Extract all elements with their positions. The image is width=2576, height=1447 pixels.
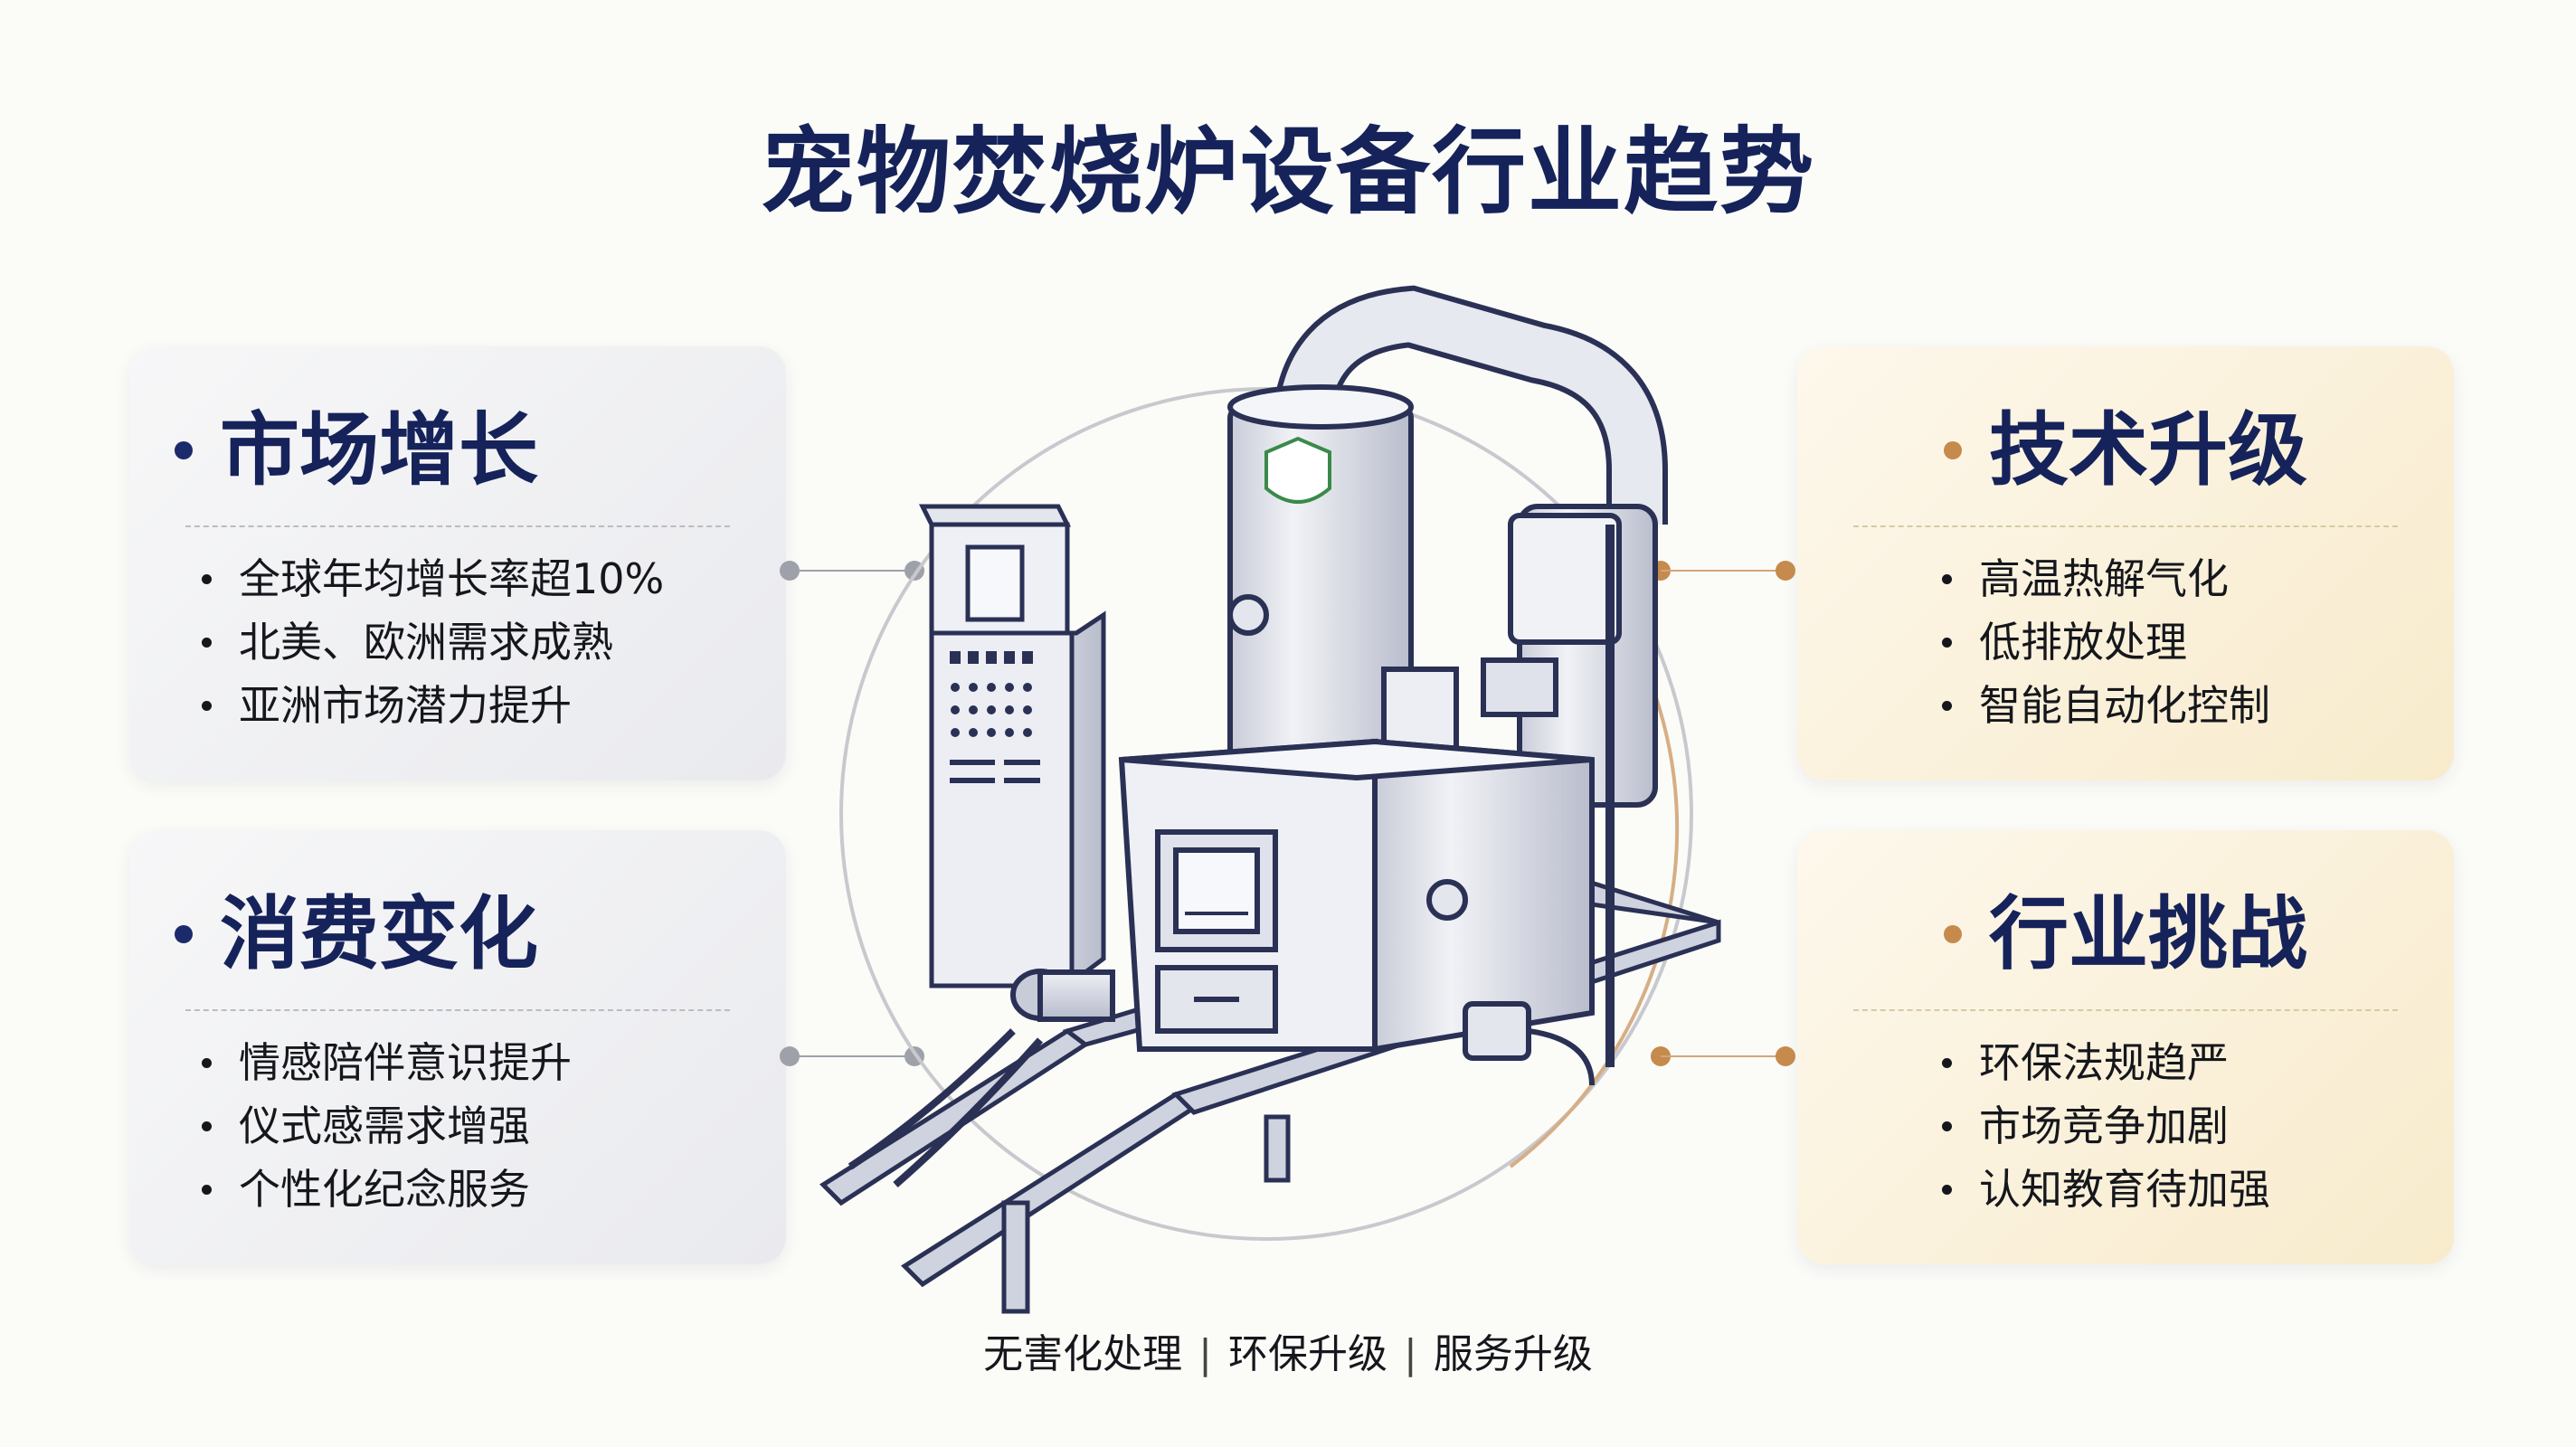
panel-industry-challenge: 行业挑战 环保法规趋严 市场竞争加剧 认知教育待加强 [1797, 830, 2454, 1264]
connector-market-growth [780, 561, 924, 581]
panel-heading: 技术升级 [1988, 403, 2307, 497]
bullet-icon [202, 1121, 212, 1131]
list-item-text: 高温热解气化 [1979, 554, 2229, 603]
panel-heading: 行业挑战 [1988, 887, 2307, 980]
list-item-text: 仪式感需求增强 [239, 1102, 530, 1150]
panel-header: 消费变化 [175, 884, 538, 984]
list-item-text: 环保法规趋严 [1979, 1038, 2229, 1087]
bullet-icon [202, 700, 212, 711]
bullet-icon [202, 1184, 212, 1195]
list-item-text: 智能自动化控制 [1979, 681, 2270, 730]
list-item-text: 全球年均增长率超10% [239, 554, 665, 603]
connector-industry-challenge [1651, 1046, 1795, 1066]
list-item: 仪式感需求增强 [202, 1094, 572, 1158]
item-list: 全球年均增长率超10% 北美、欧洲需求成熟 亚洲市场潜力提升 [202, 547, 664, 737]
heading-bullet-dot [175, 441, 193, 459]
shield-logo-icon [1264, 436, 1331, 504]
bullet-icon [1942, 573, 1952, 584]
list-item-text: 情感陪伴意识提升 [239, 1038, 572, 1087]
panel-header: 技术升级 [1797, 401, 2454, 500]
combustion-chamber [1118, 738, 1595, 1053]
list-item: 环保法规趋严 [1942, 1031, 2270, 1094]
list-item: 北美、欧洲需求成熟 [202, 610, 664, 674]
footer-separator: | [1198, 1331, 1212, 1377]
item-list: 高温热解气化 低排放处理 智能自动化控制 [1942, 547, 2270, 737]
footer-item: 环保升级 [1228, 1331, 1387, 1377]
list-item: 市场竞争加剧 [1942, 1094, 2270, 1158]
bullet-icon [202, 573, 212, 584]
footer-tagline: 无害化处理 | 环保升级 | 服务升级 [0, 1328, 2576, 1382]
heading-bullet-dot [175, 925, 193, 943]
bullet-icon [1942, 1184, 1952, 1195]
list-item: 情感陪伴意识提升 [202, 1031, 572, 1094]
footer-item: 服务升级 [1433, 1331, 1593, 1377]
bullet-icon [202, 637, 212, 648]
list-item-text: 亚洲市场潜力提升 [239, 681, 572, 730]
list-item: 亚洲市场潜力提升 [202, 674, 664, 737]
list-item: 个性化纪念服务 [202, 1158, 572, 1221]
bullet-icon [1942, 1121, 1952, 1131]
panel-tech-upgrade: 技术升级 高温热解气化 低排放处理 智能自动化控制 [1797, 346, 2454, 780]
valve-assembly [1463, 525, 1615, 1086]
list-item: 全球年均增长率超10% [202, 547, 664, 610]
dashed-divider [1853, 1009, 2398, 1011]
panel-header: 行业挑战 [1797, 884, 2454, 984]
heading-bullet-dot [1943, 441, 1962, 459]
filter-unit [1381, 504, 1658, 808]
bullet-icon [1942, 700, 1952, 711]
panel-heading: 消费变化 [220, 887, 539, 980]
bullet-icon [202, 1057, 212, 1068]
footer-separator: | [1404, 1331, 1417, 1377]
dashed-divider [1853, 525, 2398, 527]
dashed-divider [185, 1009, 730, 1011]
list-item: 认知教育待加强 [1942, 1158, 2270, 1221]
item-list: 环保法规趋严 市场竞争加剧 认知教育待加强 [1942, 1031, 2270, 1221]
motor-unit [848, 969, 1115, 1188]
bullet-icon [1942, 1057, 1952, 1068]
item-list: 情感陪伴意识提升 仪式感需求增强 个性化纪念服务 [202, 1031, 572, 1221]
heading-bullet-dot [1943, 925, 1962, 943]
panel-market-growth: 市场增长 全球年均增长率超10% 北美、欧洲需求成熟 亚洲市场潜力提升 [129, 346, 786, 780]
list-item: 智能自动化控制 [1942, 674, 2270, 737]
bullet-icon [1942, 637, 1952, 648]
incinerator-illustration [819, 285, 1721, 1314]
list-item-text: 认知教育待加强 [1979, 1165, 2270, 1214]
control-cabinet [918, 504, 1106, 988]
page-title: 宠物焚烧炉设备行业趋势 [760, 117, 1815, 227]
footer-item: 无害化处理 [983, 1331, 1183, 1377]
dashed-divider [185, 525, 730, 527]
list-item-text: 市场竞争加剧 [1979, 1102, 2229, 1150]
panel-header: 市场增长 [175, 401, 538, 500]
list-item-text: 个性化纪念服务 [239, 1165, 530, 1214]
list-item: 低排放处理 [1942, 610, 2270, 674]
list-item-text: 北美、欧洲需求成熟 [239, 618, 613, 667]
panel-heading: 市场增长 [220, 403, 539, 497]
main-tank [1227, 384, 1414, 771]
list-item: 高温热解气化 [1942, 547, 2270, 610]
exhaust-pipe [1272, 285, 1668, 525]
list-item-text: 低排放处理 [1979, 618, 2187, 667]
connector-consumer-change [780, 1046, 924, 1066]
panel-consumer-change: 消费变化 情感陪伴意识提升 仪式感需求增强 个性化纪念服务 [129, 830, 786, 1264]
